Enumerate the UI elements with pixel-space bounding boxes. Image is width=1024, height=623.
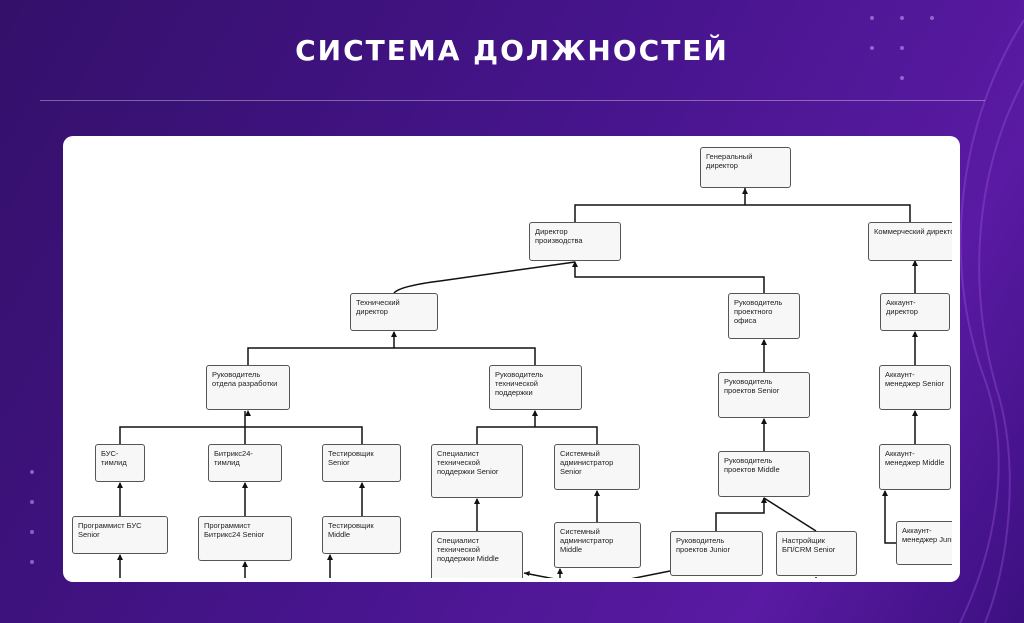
arrowhead [327,554,333,560]
connector [884,491,896,544]
connector [476,426,598,444]
node-qa-senior[interactable]: Тестировщик Senior [322,444,401,482]
arrowhead [117,554,123,560]
node-b24-teamlead[interactable]: Битрикс24-тимлид [208,444,282,482]
node-pm-junior[interactable]: Руководитель проектов Junior [670,531,763,576]
arrowhead [524,571,530,576]
node-support-senior[interactable]: Специалист технической поддержки Senior [431,444,523,498]
node-qa-middle[interactable]: Тестировщик Middle [322,516,401,554]
node-pm-middle[interactable]: Руководитель проектов Middle [718,451,810,497]
connector [247,347,536,365]
arrowhead [912,260,918,266]
arrowhead [242,561,248,567]
node-dev-head[interactable]: Руководитель отдела разработки [206,365,290,410]
decorative-dot [900,46,904,50]
node-am-junior[interactable]: Аккаунт-менеджер Junior [896,521,952,565]
arrowhead [242,482,248,488]
decorative-wave [959,19,1024,623]
arrowheads [117,188,918,576]
diagram-card [63,136,960,582]
decorative-wave [978,79,1024,623]
arrowhead [532,410,538,416]
arrowhead [557,568,563,574]
node-account-director[interactable]: Аккаунт-директор [880,293,950,331]
connector [624,570,671,578]
node-am-senior[interactable]: Аккаунт-менеджер Senior [879,365,951,410]
decorative-dot [30,530,34,534]
connector [715,498,765,531]
connector [574,204,911,222]
arrowhead [882,490,888,496]
node-b24-dev-senior[interactable]: Программист Битрикс24 Senior [198,516,292,561]
page-title: СИСТЕМА ДОЛЖНОСТЕЙ [295,34,729,67]
node-pmo-head[interactable]: Руководитель проектного офиса [728,293,800,339]
arrowhead [391,331,397,337]
decorative-dot [30,560,34,564]
node-production-director[interactable]: Директор производства [529,222,621,261]
node-support-head[interactable]: Руководитель технической поддержки [489,365,582,410]
connector [574,262,765,293]
node-bus-teamlead[interactable]: БУС-тимлид [95,444,145,482]
arrowhead [742,188,748,194]
arrowhead [359,482,365,488]
decorative-dot [870,46,874,50]
node-crm-configurator-senior[interactable]: Настройщик БП/CRM Senior [776,531,857,576]
decorative-dot [30,470,34,474]
decorative-dot [900,16,904,20]
node-pm-senior[interactable]: Руководитель проектов Senior [718,372,810,418]
connector [119,426,363,444]
arrowhead [572,261,578,267]
arrowhead [245,410,251,416]
connector [763,497,817,532]
node-support-middle[interactable]: Специалист технической поддержки Middle [431,531,523,578]
arrowhead [761,418,767,424]
arrowhead [761,339,767,345]
arrowhead [761,497,767,503]
arrowhead [912,331,918,337]
decorative-dot [930,16,934,20]
node-bus-dev-senior[interactable]: Программист БУС Senior [72,516,168,554]
decorative-dot [30,500,34,504]
divider [40,100,985,101]
node-am-middle[interactable]: Аккаунт-менеджер Middle [879,444,951,490]
connector [393,261,576,294]
node-ceo[interactable]: Генеральный директор [700,147,791,188]
arrowhead [594,490,600,496]
decorative-dot [870,16,874,20]
node-commercial-director[interactable]: Коммерческий директор [868,222,952,261]
decorative-dot [900,76,904,80]
node-sysadmin-middle[interactable]: Системный администратор Middle [554,522,641,568]
node-sysadmin-senior[interactable]: Системный администратор Senior [554,444,640,490]
connector [523,572,561,578]
arrowhead [912,410,918,416]
node-technical-director[interactable]: Технический директор [350,293,438,331]
arrowhead [117,482,123,488]
arrowhead [474,498,480,504]
